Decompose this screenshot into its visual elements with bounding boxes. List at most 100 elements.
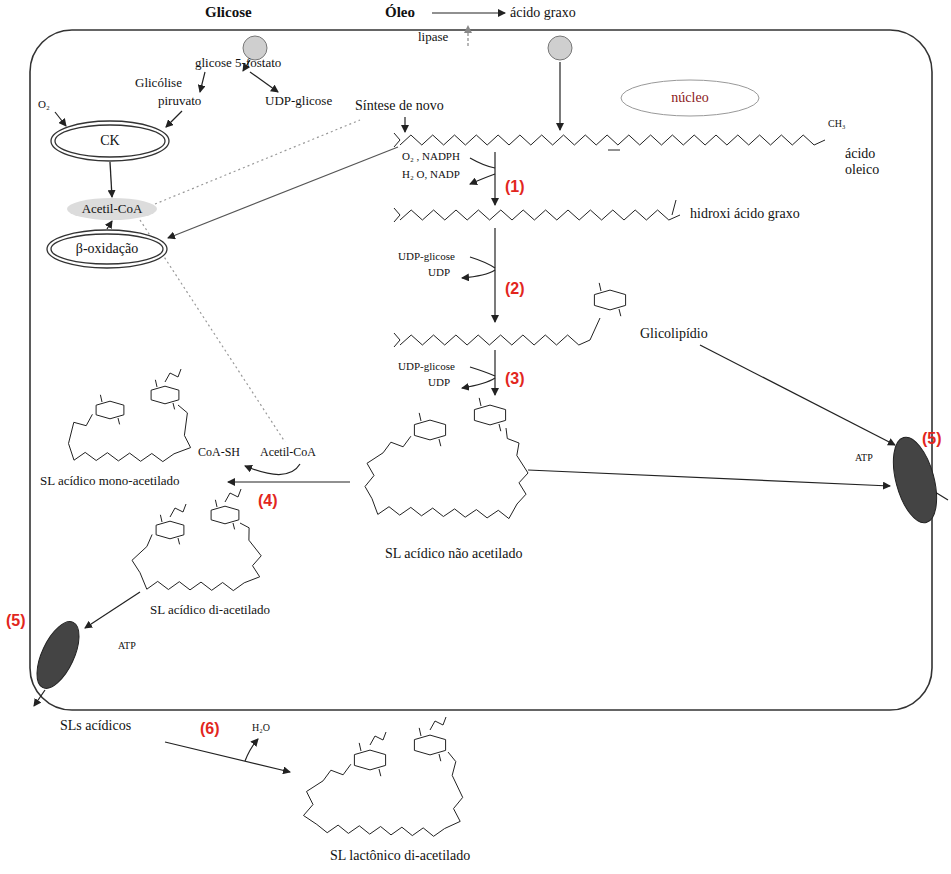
- carbon-chain: [400, 135, 825, 145]
- callout-number: (5): [6, 612, 26, 630]
- text-label: Síntese de novo: [355, 98, 444, 114]
- hydroxyl-bond: [233, 523, 235, 529]
- glucose-ring: [211, 506, 239, 524]
- text-label: ATP: [118, 640, 136, 652]
- hydroxyl-bond: [599, 283, 601, 291]
- nucleus-ellipse: núcleo: [620, 79, 760, 117]
- callout-number: (5): [922, 430, 942, 448]
- text-label: SL acídico mono-acetilado: [40, 474, 180, 489]
- organelle-ellipse: β-oxidação: [46, 229, 168, 269]
- text-label: lipase: [418, 30, 448, 45]
- text-label: H₂O: [252, 722, 270, 734]
- node-label: núcleo: [671, 90, 708, 106]
- glucose-ring: [156, 521, 184, 539]
- text-label: UDP: [428, 266, 450, 279]
- text-label: H₂ O, NADP: [402, 168, 460, 181]
- text-label: O₂ , NADPH: [402, 150, 460, 163]
- text-label: CH₃: [828, 118, 845, 130]
- carbon-chain: [69, 405, 191, 462]
- node-label: CK: [100, 133, 119, 149]
- hydroxyl-bond: [439, 754, 441, 761]
- glycosidic-bond: [590, 318, 600, 340]
- text-label: ácido oleico: [845, 146, 907, 178]
- text-label: Óleo: [385, 4, 415, 21]
- glucose-ring: [414, 420, 445, 440]
- hydroxyl-bond: [155, 380, 157, 387]
- outer-membrane: [47, 230, 167, 268]
- fatty-acid-transporter: [548, 36, 572, 60]
- glucose-ring: [474, 405, 505, 425]
- carboxyl-bond: [394, 133, 400, 140]
- hydroxyl-bond: [379, 769, 381, 776]
- text-label: UDP-glicose: [398, 250, 455, 263]
- hydroxyl-bond: [178, 538, 180, 544]
- carbon-chain: [400, 335, 590, 345]
- text-label: Glicolipídio: [640, 326, 708, 342]
- arrows: [34, 13, 948, 772]
- acetyl-group: [430, 717, 446, 730]
- text-label: Glicose: [205, 4, 252, 21]
- carboxyl-bond: [394, 333, 400, 340]
- text-label: SL acídico não acetilado: [385, 546, 522, 562]
- carboxyl-bond: [394, 215, 400, 222]
- text-label: hidroxi ácido graxo: [690, 206, 800, 222]
- hydroxyl-bond: [479, 398, 481, 406]
- carbon-chain: [400, 210, 680, 220]
- text-label: UDP-glicose: [398, 360, 455, 373]
- inner-membrane: [51, 234, 163, 264]
- carboxyl-bond: [394, 140, 400, 147]
- glucose-ring: [354, 750, 385, 770]
- outer-membrane: [51, 121, 169, 161]
- hydroxyl-bond: [160, 515, 162, 522]
- flow-arrow: [107, 221, 112, 229]
- inner-membrane: [55, 125, 165, 157]
- metabolite-oval: Acetil-CoA: [66, 197, 158, 221]
- acetyl-group: [165, 369, 181, 382]
- flow-arrow: [110, 162, 112, 197]
- acetyl-group: [170, 504, 186, 517]
- carboxyl-bond: [394, 340, 400, 347]
- acetyl-group: [225, 489, 241, 502]
- node-label: β-oxidação: [76, 241, 138, 257]
- hydroxyl-bond: [499, 424, 501, 431]
- hydroxyl-bond: [672, 200, 676, 215]
- acetyl-group: [370, 732, 386, 745]
- glucose-ring: [594, 290, 625, 310]
- glucose-ring: [151, 386, 179, 404]
- text-label: Glicólise: [135, 76, 182, 91]
- callout-number: (4): [258, 492, 278, 510]
- text-label: SL acídico di-acetilado: [150, 603, 270, 618]
- molecules: [69, 133, 826, 836]
- callout-number: (1): [505, 178, 525, 196]
- text-label: UDP: [428, 376, 450, 389]
- grey-oval: [67, 198, 157, 220]
- text-label: SLs acídicos: [60, 718, 131, 734]
- abc-transporter: [28, 616, 87, 695]
- nucleus-outline: [621, 80, 759, 116]
- text-label: SL lactônico di-acetilado: [330, 848, 470, 864]
- hydroxyl-bond: [173, 403, 175, 409]
- text-label: glicose 5-fostato: [195, 56, 281, 71]
- callout-number: (2): [505, 280, 525, 298]
- hydroxyl-bond: [419, 728, 421, 736]
- hydroxyl-bond: [215, 500, 217, 507]
- carboxyl-bond: [394, 208, 400, 215]
- text-label: piruvato: [158, 94, 201, 109]
- glucose-ring: [414, 735, 445, 755]
- callout-number: (3): [505, 370, 525, 388]
- carbon-chain: [132, 523, 261, 591]
- callout-number: (6): [200, 720, 220, 738]
- hydroxyl-bond: [619, 309, 621, 316]
- double-bond: [608, 150, 620, 151]
- carbon-chain: [304, 752, 463, 836]
- text-label: ácido graxo: [510, 5, 576, 21]
- hydroxyl-bond: [419, 413, 421, 421]
- hydroxyl-bond: [359, 743, 361, 751]
- hydroxyl-bond: [118, 418, 120, 424]
- text-label: O₂: [38, 98, 50, 111]
- text-label: Acetil-CoA: [260, 446, 316, 460]
- text-label: ATP: [855, 452, 873, 464]
- text-label: UDP-glicose: [265, 94, 332, 109]
- glucose-ring: [96, 401, 124, 419]
- hydroxyl-bond: [100, 395, 102, 402]
